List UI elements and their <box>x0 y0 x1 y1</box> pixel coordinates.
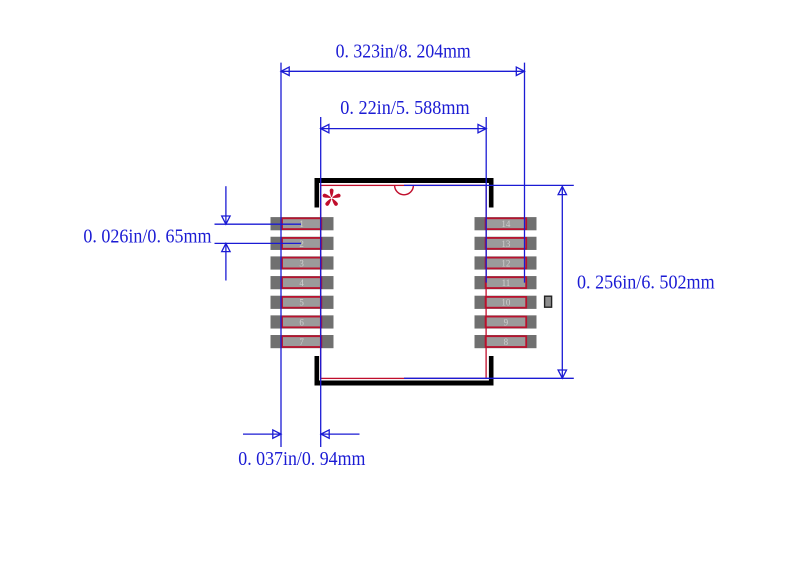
svg-text:6: 6 <box>299 317 304 327</box>
svg-text:7: 7 <box>299 337 304 347</box>
svg-text:0. 22in/5. 588mm: 0. 22in/5. 588mm <box>340 97 469 119</box>
svg-text:0. 323in/8. 204mm: 0. 323in/8. 204mm <box>336 41 471 63</box>
svg-text:0. 026in/0. 65mm: 0. 026in/0. 65mm <box>83 225 211 247</box>
svg-text:9: 9 <box>504 317 509 327</box>
svg-text:8: 8 <box>504 337 509 347</box>
svg-text:3: 3 <box>299 258 304 268</box>
svg-text:4: 4 <box>299 278 304 288</box>
svg-text:1: 1 <box>299 219 304 229</box>
svg-text:13: 13 <box>501 239 511 249</box>
svg-text:0. 037in/0. 94mm: 0. 037in/0. 94mm <box>238 448 365 470</box>
svg-text:12: 12 <box>501 258 510 268</box>
svg-text:14: 14 <box>501 219 511 229</box>
svg-text:11: 11 <box>502 278 511 288</box>
svg-text:0. 256in/6. 502mm: 0. 256in/6. 502mm <box>577 272 715 294</box>
svg-text:10: 10 <box>501 298 511 308</box>
svg-text:2: 2 <box>299 239 304 249</box>
svg-text:5: 5 <box>299 298 304 308</box>
